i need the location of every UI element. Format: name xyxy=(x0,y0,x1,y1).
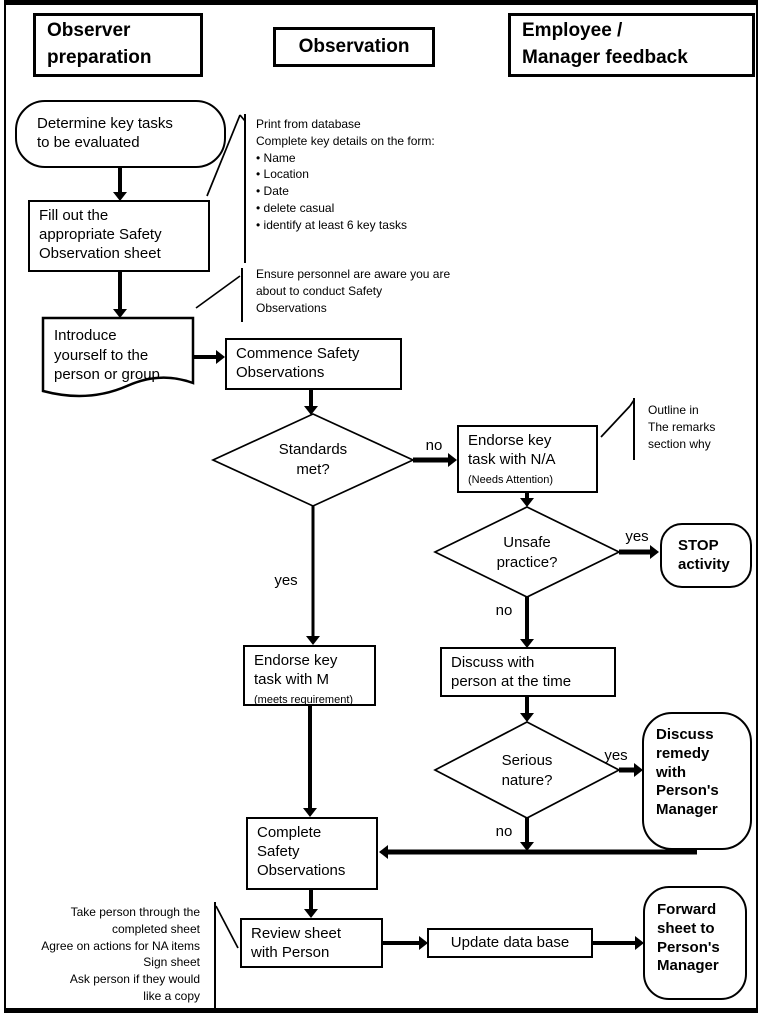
node-endorse-na-text: Endorse key task with N/A xyxy=(468,432,556,468)
decision-serious-nature-label: Serious nature? xyxy=(501,752,553,789)
edge-label-serious-yes: yes xyxy=(604,747,628,764)
edge-label-standards-no: no xyxy=(425,437,443,454)
node-complete-observations: Complete Safety Observations xyxy=(246,817,378,890)
node-fill-out-sheet: Fill out the appropriate Safety Observat… xyxy=(28,200,210,272)
node-discuss-remedy-manager: Discuss remedy with Person's Manager xyxy=(642,712,752,850)
node-update-database: Update data base xyxy=(427,928,593,958)
annotation-review-notes: Take person through the completed sheet … xyxy=(41,905,200,1003)
node-endorse-m-subtext: (meets requirement) xyxy=(254,693,354,706)
node-discuss-with-person: Discuss with person at the time xyxy=(440,647,616,697)
decision-unsafe-practice-label: Unsafe practice? xyxy=(496,534,558,571)
node-endorse-m: Endorse key task with M (meets requireme… xyxy=(243,645,376,706)
annotation-print-database: Print from database Complete key details… xyxy=(256,117,435,232)
annotation-outline-remarks: Outline in The remarks section why xyxy=(648,403,716,451)
edge-label-serious-no: no xyxy=(495,823,513,840)
annotation-ensure-personnel: Ensure personnel are aware you are about… xyxy=(256,267,451,315)
edge-label-standards-yes: yes xyxy=(274,572,298,589)
header-observer-preparation: Observer preparation xyxy=(33,13,203,77)
node-introduce-yourself: Introduce yourself to the person or grou… xyxy=(54,327,160,383)
node-forward-sheet-manager: Forward sheet to Person's Manager xyxy=(643,886,747,1000)
node-commence-observations: Commence Safety Observations xyxy=(225,338,402,390)
edge-label-unsafe-no: no xyxy=(495,602,513,619)
node-stop-activity: STOP activity xyxy=(660,523,752,588)
node-endorse-m-text: Endorse key task with M xyxy=(254,652,338,688)
header-observation: Observation xyxy=(273,27,435,67)
edge-label-unsafe-yes: yes xyxy=(625,528,649,545)
page-border xyxy=(4,0,758,1013)
node-determine-key-tasks: Determine key tasks to be evaluated xyxy=(15,100,226,168)
node-endorse-na: Endorse key task with N/A (Needs Attenti… xyxy=(457,425,598,493)
node-review-sheet: Review sheet with Person xyxy=(240,918,383,968)
decision-standards-met-label: Standards met? xyxy=(278,441,348,478)
header-employee-manager-feedback: Employee / Manager feedback xyxy=(508,13,755,77)
node-endorse-na-subtext: (Needs Attention) xyxy=(468,473,553,486)
